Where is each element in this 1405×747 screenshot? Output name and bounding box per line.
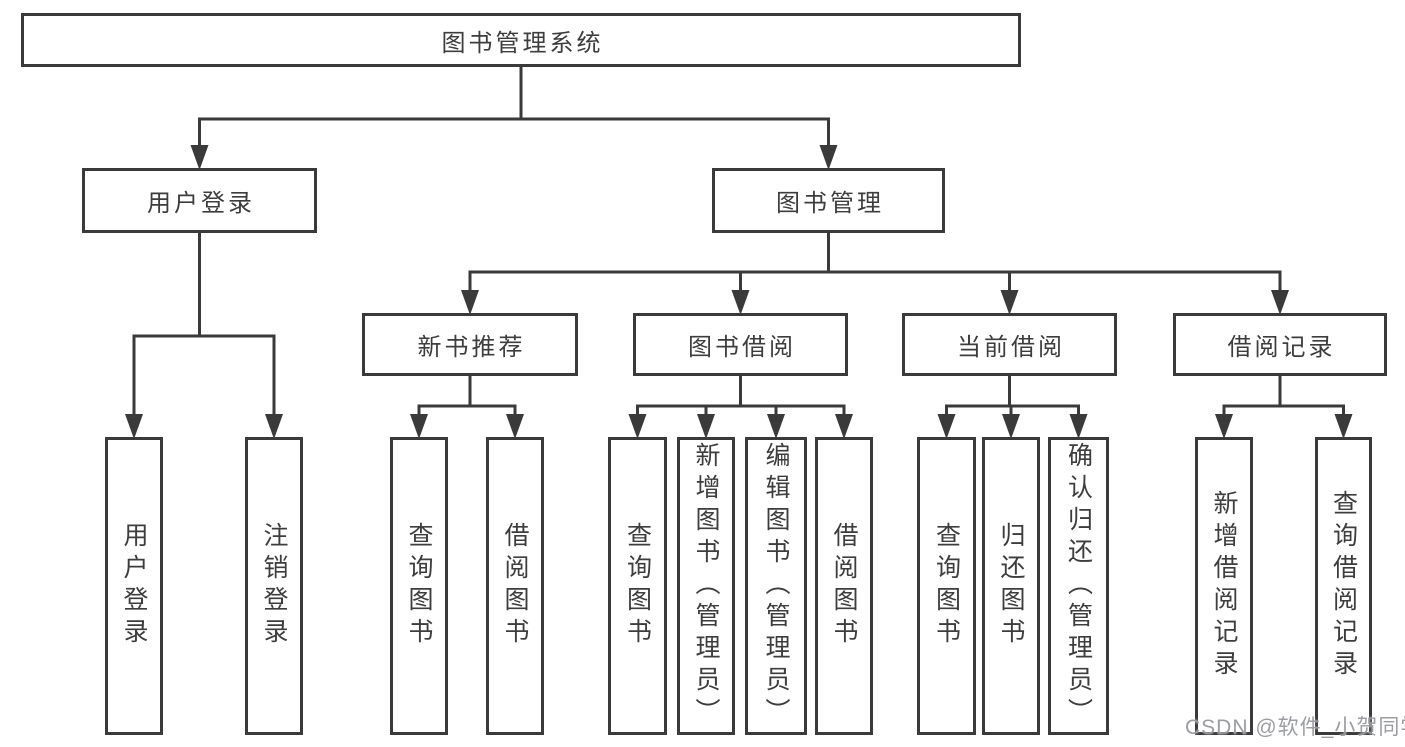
connector-segment <box>1278 375 1282 408</box>
diagram-node-rec-query: 查询图书 <box>390 437 448 735</box>
connector-segment <box>417 404 517 408</box>
diagram-node-borrow: 图书借阅 <box>633 313 848 376</box>
node-label-cur-confirm: 确认归还（管理员） <box>1064 442 1093 730</box>
arrowhead-down <box>697 414 715 439</box>
arrowhead-down <box>937 414 956 439</box>
diagram-node-mgmt: 图书管理 <box>712 168 945 233</box>
diagram-node-cur-return: 归还图书 <box>982 437 1040 735</box>
arrowhead-down <box>819 145 838 170</box>
diagram-node-leaf-logout: 注销登录 <box>245 437 303 735</box>
connector-segment <box>827 232 830 274</box>
connector-segment <box>1077 406 1080 417</box>
diagram-node-bor-add: 新增图书（管理员） <box>677 437 735 735</box>
node-label-bor-edit: 编辑图书（管理员） <box>762 442 790 730</box>
connector-segment <box>198 117 830 121</box>
node-label-mgmt: 图书管理 <box>776 190 884 217</box>
connector-segment <box>468 270 1282 274</box>
arrowhead-down <box>461 290 479 315</box>
connector-segment <box>945 406 948 417</box>
connector-segment <box>636 404 846 408</box>
node-label-borrow: 图书借阅 <box>688 334 796 361</box>
diagram-node-cur-confirm: 确认归还（管理员） <box>1048 437 1109 735</box>
diagram-node-rechist-query: 查询借阅记录 <box>1315 437 1372 735</box>
connector-segment <box>1009 406 1013 417</box>
connector-segment <box>468 375 472 408</box>
connector-segment <box>1008 272 1011 293</box>
node-label-leaf-login: 用户登录 <box>120 522 148 650</box>
node-label-cur-return: 归还图书 <box>997 522 1025 650</box>
node-label-rec-query: 查询图书 <box>405 522 433 650</box>
arrowhead-down <box>1069 414 1088 439</box>
connector-segment <box>739 272 742 293</box>
connector-segment <box>827 119 830 148</box>
connector-segment <box>842 406 846 417</box>
diagram-node-leaf-login: 用户登录 <box>105 437 163 735</box>
diagram-node-rec: 新书推荐 <box>362 313 578 376</box>
arrowhead-down <box>125 414 143 439</box>
diagram-node-rec-borrow: 借阅图书 <box>486 437 544 735</box>
arrowhead-down <box>1215 414 1233 439</box>
arrowhead-down <box>1271 290 1289 315</box>
node-label-bor-add: 新增图书（管理员） <box>692 442 720 730</box>
node-label-rec: 新书推荐 <box>417 334 526 361</box>
arrowhead-down <box>1334 414 1353 439</box>
arrowhead-down <box>731 290 750 315</box>
node-label-rechist-query: 查询借阅记录 <box>1329 490 1358 682</box>
arrowhead-down <box>265 414 283 439</box>
connector-segment <box>468 272 472 293</box>
node-label-rec-borrow: 借阅图书 <box>501 522 529 650</box>
connector-segment <box>1008 375 1011 408</box>
connector-segment <box>198 119 201 148</box>
connector-segment <box>739 375 742 408</box>
node-label-root: 图书管理系统 <box>441 29 604 57</box>
node-label-bor-borrow: 借阅图书 <box>830 522 858 650</box>
connector-segment <box>513 406 517 417</box>
connector-segment <box>774 406 778 417</box>
arrowhead-down <box>1000 290 1019 315</box>
arrowhead-down <box>190 145 209 170</box>
watermark-text: CSDN @软件_小贺同学 <box>1185 716 1405 739</box>
diagram-node-current: 当前借阅 <box>902 313 1117 376</box>
connector-segment <box>1222 404 1345 408</box>
connector-segment <box>1222 406 1226 417</box>
connector-segment <box>636 406 639 417</box>
connector-segment <box>519 66 523 121</box>
connector-segment <box>198 232 201 338</box>
arrowhead-down <box>767 414 785 439</box>
diagram-node-cur-query: 查询图书 <box>917 437 976 735</box>
connector-segment <box>132 334 276 338</box>
node-label-rechist-add: 新增借阅记录 <box>1210 490 1238 682</box>
connector-segment <box>1278 272 1282 293</box>
diagram-node-bor-borrow: 借阅图书 <box>815 437 873 735</box>
diagram-node-records: 借阅记录 <box>1173 313 1387 376</box>
node-label-current: 当前借阅 <box>957 334 1065 361</box>
connector-segment <box>1342 406 1345 417</box>
node-label-cur-query: 查询图书 <box>932 522 961 650</box>
diagram-node-root: 图书管理系统 <box>21 13 1021 67</box>
connector-segment <box>272 336 276 417</box>
diagram-node-login: 用户登录 <box>82 168 317 233</box>
node-label-leaf-logout: 注销登录 <box>260 522 288 650</box>
connector-segment <box>132 336 136 417</box>
diagram-node-rechist-add: 新增借阅记录 <box>1195 437 1253 735</box>
arrowhead-down <box>835 414 853 439</box>
node-label-records: 借阅记录 <box>1227 334 1336 361</box>
arrowhead-down <box>506 414 524 439</box>
arrowhead-down <box>628 414 647 439</box>
connector-segment <box>704 406 708 417</box>
connector-segment <box>417 406 421 417</box>
diagram-node-bor-edit: 编辑图书（管理员） <box>745 437 807 735</box>
arrowhead-down <box>1002 414 1020 439</box>
diagram-node-bor-query: 查询图书 <box>608 437 667 735</box>
node-label-login: 用户登录 <box>147 190 255 217</box>
arrowhead-down <box>410 414 428 439</box>
node-label-bor-query: 查询图书 <box>623 522 652 650</box>
